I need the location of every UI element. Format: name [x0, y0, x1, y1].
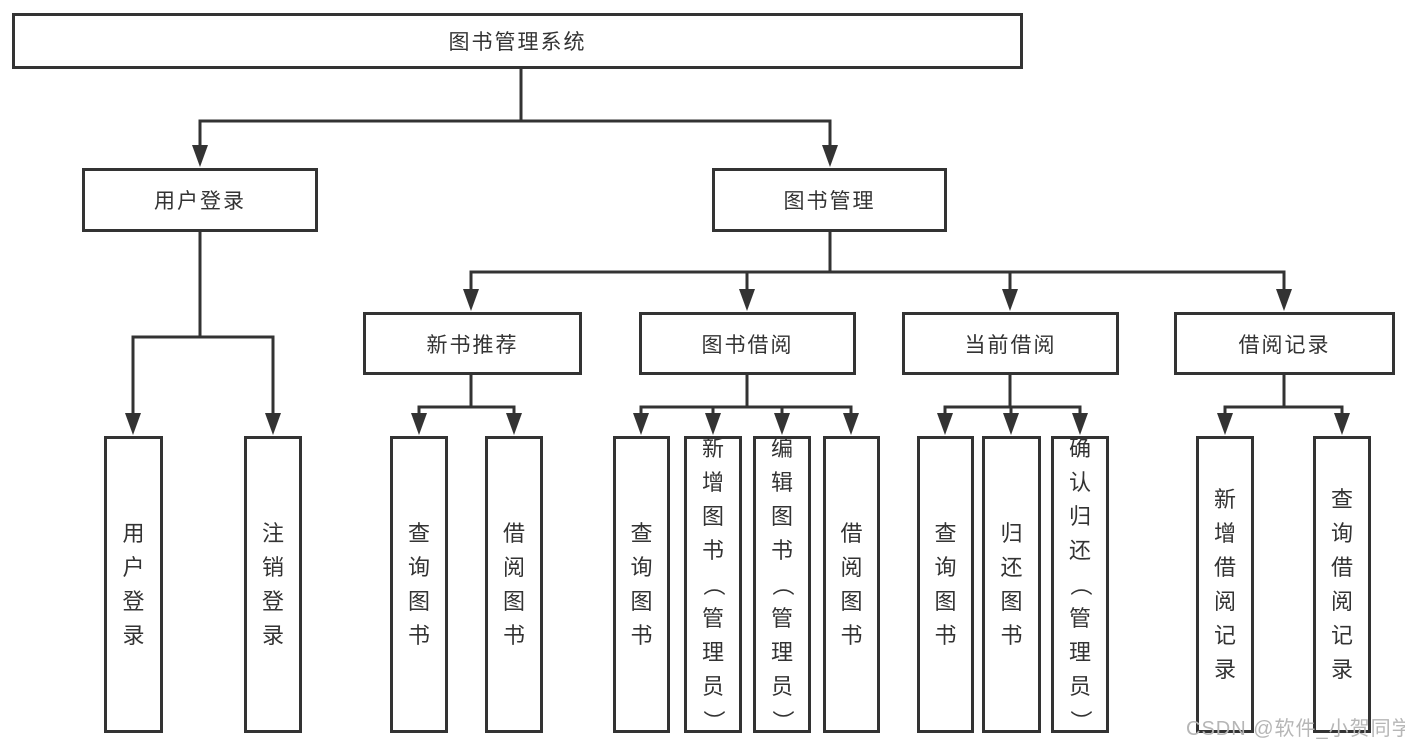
leaf-edit-book-admin: 编辑图书（管理员） — [753, 436, 811, 733]
leaf-logout: 注销登录 — [244, 436, 302, 733]
node-new-book-recommendation: 新书推荐 — [363, 312, 582, 375]
leaf-borrow-books-recommend: 借阅图书 — [485, 436, 543, 733]
leaf-query-books-borrowing: 查询图书 — [613, 436, 670, 733]
leaf-query-books-recommend: 查询图书 — [390, 436, 448, 733]
watermark: CSDN @软件_小贺同学 — [1186, 718, 1405, 740]
leaf-return-books: 归还图书 — [982, 436, 1041, 733]
arrowhead-icons — [125, 145, 1350, 435]
leaf-confirm-return-admin: 确认归还（管理员） — [1051, 436, 1109, 733]
leaf-query-borrow-record: 查询借阅记录 — [1313, 436, 1371, 733]
node-borrowing-records: 借阅记录 — [1174, 312, 1395, 375]
node-book-borrowing: 图书借阅 — [639, 312, 856, 375]
node-current-borrowing: 当前借阅 — [902, 312, 1119, 375]
leaf-add-borrow-record: 新增借阅记录 — [1196, 436, 1254, 733]
connector-stems — [131, 68, 1344, 420]
node-library-management-system: 图书管理系统 — [12, 13, 1023, 69]
leaf-user-login: 用户登录 — [104, 436, 163, 733]
leaf-query-books-current: 查询图书 — [917, 436, 974, 733]
node-user-login-branch: 用户登录 — [82, 168, 318, 232]
node-book-management: 图书管理 — [712, 168, 947, 232]
leaf-add-book-admin: 新增图书（管理员） — [684, 436, 742, 733]
leaf-borrow-books-borrowing: 借阅图书 — [823, 436, 880, 733]
